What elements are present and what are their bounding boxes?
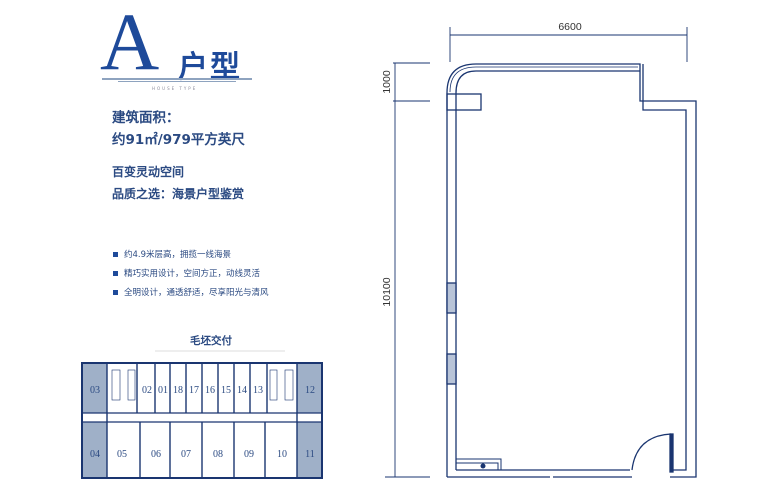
unit-label: 04 <box>90 449 100 460</box>
depth-dimension: 10100 <box>381 277 393 306</box>
unit-label: 17 <box>189 385 199 396</box>
unit-label: 09 <box>244 449 254 460</box>
door-swing <box>631 433 672 471</box>
divider <box>118 81 236 82</box>
window-icon <box>446 353 457 385</box>
unit-label: 15 <box>221 385 231 396</box>
width-dimension: 6600 <box>558 21 582 33</box>
unit-label: 08 <box>213 449 223 460</box>
unit-highlight <box>83 422 107 477</box>
drain-icon <box>480 463 486 469</box>
area-label: 建筑面积： <box>112 110 180 126</box>
window-icon <box>446 282 457 314</box>
unit-label: 06 <box>151 449 161 460</box>
unit-label: 07 <box>181 449 191 460</box>
unit-highlight <box>297 364 321 413</box>
feature-item: 全明设计，通透舒适，尽享阳光与清风 <box>113 286 269 298</box>
unit-label: 02 <box>142 385 152 396</box>
unit-label: 10 <box>277 449 287 460</box>
unit-labels: 03 02 01 18 17 16 15 14 13 12 04 05 06 07 08 09 10 11 <box>90 385 315 460</box>
house-type-subtitle: HOUSE TYPE <box>152 86 198 91</box>
unit-label: 01 <box>158 385 168 396</box>
feature-item: 精巧实用设计，空间方正，动线灵活 <box>113 267 260 279</box>
delivery-title: 毛坯交付 <box>190 335 232 347</box>
unit-label: 05 <box>117 449 127 460</box>
tagline: 百变灵动空间 <box>112 165 185 179</box>
stair-icon <box>111 369 121 401</box>
elevator-icon <box>269 369 278 401</box>
feature-item: 约4.9米层高，拥揽一线海景 <box>113 248 231 260</box>
unit-label: 16 <box>205 385 215 396</box>
key-plan <box>81 350 323 479</box>
unit-label: 11 <box>305 449 315 460</box>
unit-label: 18 <box>173 385 183 396</box>
divider <box>102 78 252 80</box>
floor-plan <box>385 27 697 478</box>
unit-highlight <box>297 422 321 477</box>
unit-highlight <box>83 364 107 413</box>
top-depth-dimension: 1000 <box>381 70 393 94</box>
unit-label: 12 <box>305 385 315 396</box>
area-value: 约91㎡/979平方英尺 <box>112 132 245 148</box>
unit-label: 14 <box>237 385 247 396</box>
house-type-letter: A <box>100 0 160 87</box>
shelf <box>446 93 482 111</box>
unit-label: 13 <box>253 385 263 396</box>
bullet-icon <box>113 289 118 295</box>
stair-icon <box>284 369 294 401</box>
door-icon <box>669 433 674 473</box>
bullet-icon <box>113 251 118 257</box>
feature-text: 全明设计，通透舒适，尽享阳光与清风 <box>124 288 269 298</box>
bullet-icon <box>113 270 118 276</box>
elevator-icon <box>127 369 136 401</box>
feature-text: 约4.9米层高，拥揽一线海景 <box>124 250 232 260</box>
unit-label: 03 <box>90 385 100 396</box>
feature-text: 精巧实用设计，空间方正，动线灵活 <box>124 269 261 279</box>
tagline: 品质之选：海景户型鉴赏 <box>112 187 245 201</box>
